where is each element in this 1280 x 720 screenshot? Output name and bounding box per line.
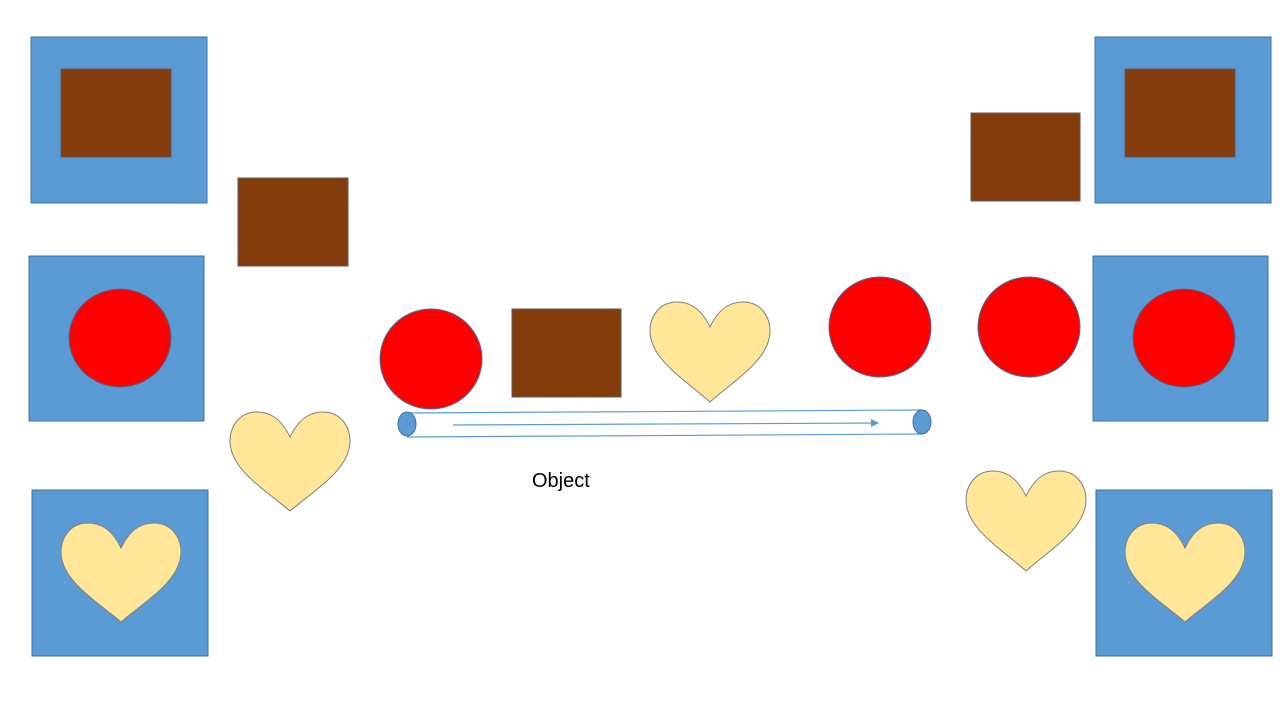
object-circle-1 [379,308,483,410]
conveyor-belt [397,409,932,438]
object-heart-1 [649,301,771,403]
sorted-heart-left [229,411,351,512]
right-square-bin-square-icon [1124,68,1236,158]
right-circle-bin-circle-icon [1132,288,1236,388]
object-label: Object [532,470,590,492]
left-circle-bin-circle-icon [68,288,172,388]
conveyor-right-roller [912,409,932,435]
right-heart-bin-heart-icon [1124,522,1246,623]
sorted-heart-right [965,470,1087,572]
sorted-square-right [970,112,1081,202]
object-circle-2 [828,276,932,378]
object-square-1 [511,308,622,398]
conveyor-top-edge [406,409,923,414]
conveyor-left-roller [397,411,417,437]
left-heart-bin-heart-icon [60,522,182,623]
sorted-square-left [237,177,349,267]
conveyor-bottom-edge [406,433,923,438]
left-square-bin-square-icon [60,68,172,158]
sorted-circle-right [977,276,1081,378]
conveyor-direction-arrow [452,419,879,428]
